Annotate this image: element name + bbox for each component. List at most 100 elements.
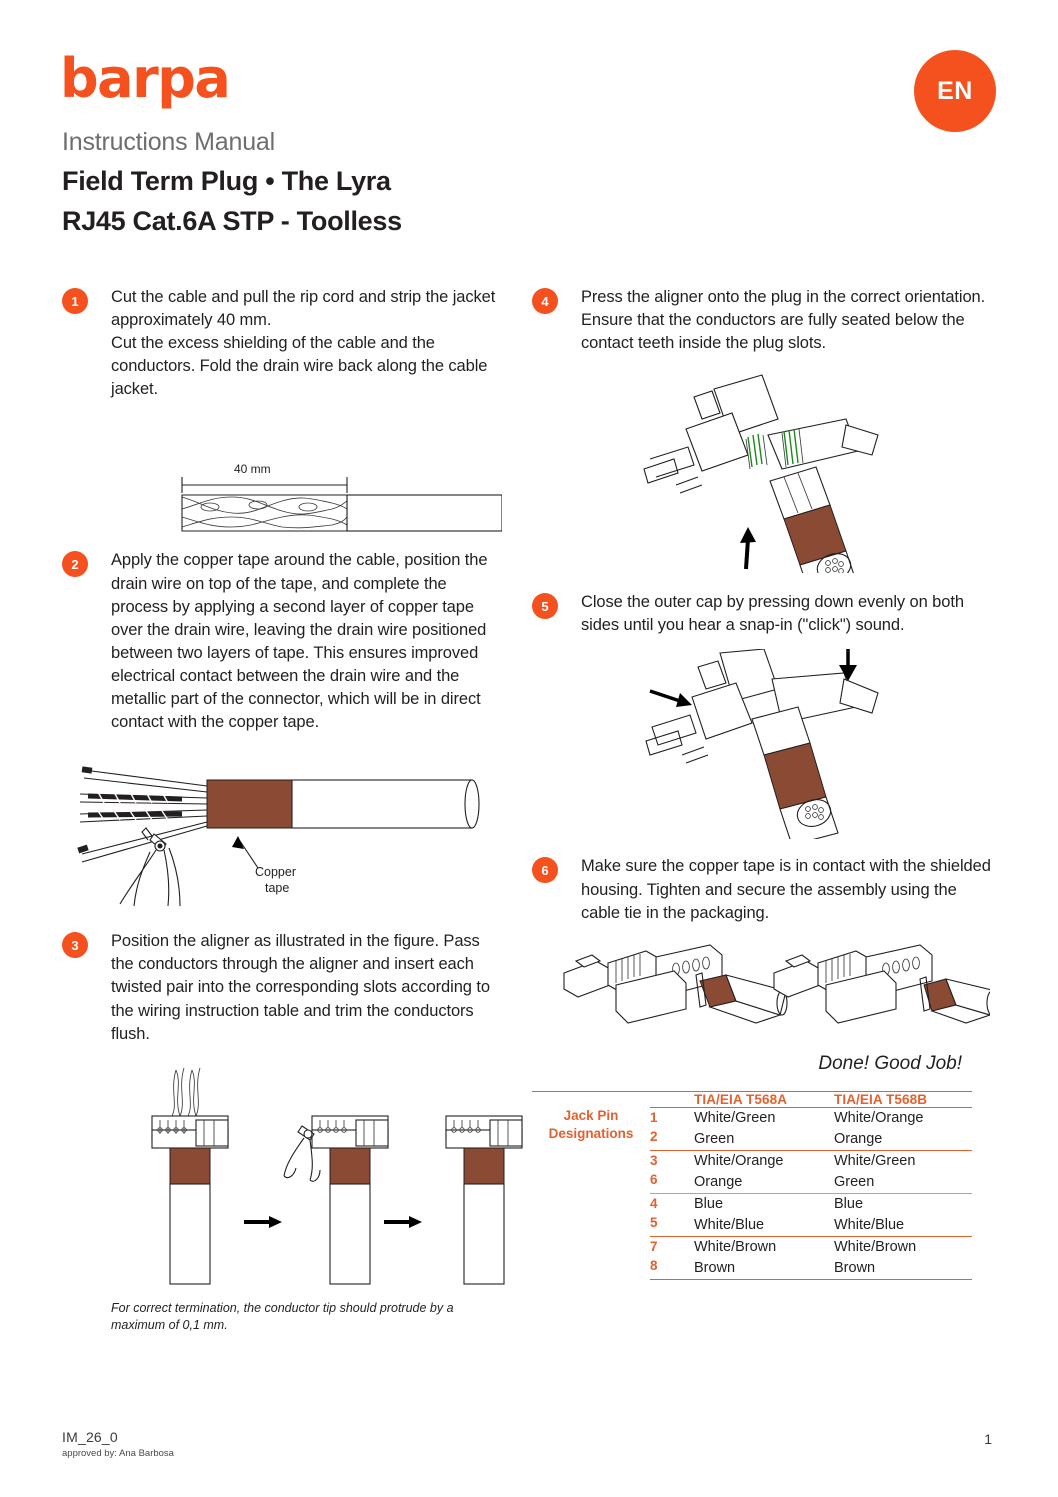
figure-step-2: Copper tape <box>62 758 502 908</box>
process-arrow-1 <box>244 1215 282 1228</box>
t568a-group-4: White/Brown Brown <box>694 1235 834 1280</box>
pins-group-2: 3 6 <box>650 1149 694 1194</box>
language-badge: EN <box>914 50 996 132</box>
press-arrow-left <box>649 689 692 708</box>
trim-pliers-icon <box>283 1124 321 1182</box>
figure-step-5 <box>532 649 992 840</box>
jack-pin-designations-label: Jack Pin Designations <box>548 1108 634 1142</box>
conductor-contacts <box>747 429 799 468</box>
aligner-insertion-diagram <box>151 1067 523 1285</box>
step-1-text: Cut the cable and pull the rip cord and … <box>111 288 496 399</box>
t568b-group-3: Blue White/Blue <box>834 1192 972 1237</box>
step-5-text: Close the outer cap by pressing down eve… <box>581 593 964 635</box>
pin-number: 1 <box>650 1109 658 1125</box>
wire-color: Brown <box>694 1259 736 1276</box>
header-t568a: TIA/EIA T568A <box>694 1090 834 1108</box>
step-2-text: Apply the copper tape around the cable, … <box>111 551 488 732</box>
copper-tape-label-line1: Copper <box>255 865 296 879</box>
pin-number: 3 <box>650 1152 658 1168</box>
document-header: barpa Instructions Manual Field Term Plu… <box>60 47 992 237</box>
figure-step-6 <box>532 939 992 1031</box>
assembly-left <box>563 944 788 1024</box>
aligner-press-diagram <box>643 374 879 574</box>
wire-color: Blue <box>834 1195 864 1212</box>
assembly-right <box>773 944 990 1024</box>
step-5: 5 Close the outer cap by pressing down e… <box>532 591 992 637</box>
step-5-number: 5 <box>532 593 558 620</box>
page-number: 1 <box>984 1431 992 1447</box>
pins-group-4: 7 8 <box>650 1235 694 1280</box>
pin-number: 6 <box>650 1172 658 1188</box>
process-arrow-2 <box>384 1215 422 1228</box>
left-column: 1 Cut the cable and pull the rip cord an… <box>62 286 523 1333</box>
pins-group-3: 4 5 <box>650 1192 694 1237</box>
wire-color: Blue <box>694 1195 724 1212</box>
step-1-number: 1 <box>62 288 88 314</box>
step-3-text: Position the aligner as illustrated in t… <box>111 932 490 1043</box>
step-6: 6 Make sure the copper tape is in contac… <box>532 855 992 924</box>
approved-by: approved by: Ana Barbosa <box>62 1448 174 1459</box>
copper-tape-callout: Copper tape <box>232 836 296 895</box>
wire-color: Orange <box>694 1173 743 1190</box>
pin-number: 5 <box>650 1215 658 1231</box>
table-row: 7 8 White/Brown Brown White/Brown Brown <box>532 1235 972 1280</box>
product-title-line-2: RJ45 Cat.6A STP - Toolless <box>62 206 402 236</box>
wire-color: Green <box>694 1130 735 1147</box>
finished-assembly-diagram <box>563 944 990 1024</box>
t568a-group-1: White/Green Green <box>694 1106 834 1151</box>
step-4: 4 Press the aligner onto the plug in the… <box>532 286 992 355</box>
pins-group-1: 1 2 <box>650 1106 694 1151</box>
t568a-group-2: White/Orange Orange <box>694 1149 834 1194</box>
t568b-group-4: White/Brown Brown <box>834 1235 972 1280</box>
wire-color: White/Blue <box>694 1216 765 1233</box>
header-t568b: TIA/EIA T568B <box>834 1090 972 1108</box>
wire-color: Brown <box>834 1259 876 1276</box>
stage-c <box>445 1115 523 1285</box>
step-3-number: 3 <box>62 932 88 959</box>
conductor-wires <box>77 766 208 863</box>
plug-housing-exploded <box>643 374 879 494</box>
pin-number: 8 <box>650 1258 658 1274</box>
t568b-group-1: White/Orange Orange <box>834 1106 972 1151</box>
step-6-number: 6 <box>532 857 558 884</box>
step-1: 1 Cut the cable and pull the rip cord an… <box>62 286 502 401</box>
pin-number: 4 <box>650 1195 658 1211</box>
step-3: 3 Position the aligner as illustrated in… <box>62 930 502 1045</box>
dimension-40mm: 40 mm <box>181 462 348 494</box>
dimension-label: 40 mm <box>234 462 271 476</box>
copper-tape-diagram: Copper tape <box>77 766 480 907</box>
barpa-logo: barpa <box>60 47 231 110</box>
step-2-number: 2 <box>62 551 88 578</box>
document-subtitle: Instructions Manual <box>62 128 275 156</box>
pin-number: 7 <box>650 1238 658 1254</box>
document-footer: IM_26_0 approved by: Ana Barbosa 1 <box>62 1429 992 1459</box>
insert-direction-arrow <box>740 527 756 570</box>
cap-close-diagram <box>645 649 879 840</box>
table-bottom-rule-row <box>532 1278 972 1282</box>
wire-color: White/Orange <box>694 1152 784 1169</box>
figure-step-1: 40 mm <box>62 423 502 533</box>
wire-color: White/Brown <box>694 1238 777 1255</box>
wire-color: White/Brown <box>834 1238 917 1255</box>
table-header-row: TIA/EIA T568A TIA/EIA T568B <box>532 1090 972 1108</box>
table-row: 4 5 Blue White/Blue Blue White/Blue <box>532 1192 972 1237</box>
cable-strip-diagram: 40 mm <box>181 462 502 533</box>
step-2: 2 Apply the copper tape around the cable… <box>62 549 502 734</box>
step-6-text: Make sure the copper tape is in contact … <box>581 857 991 922</box>
wire-color: White/Orange <box>834 1109 924 1126</box>
document-code: IM_26_0 <box>62 1429 118 1445</box>
cable-body <box>291 779 480 829</box>
wire-color: White/Green <box>694 1109 776 1126</box>
plug-assembly-closing <box>645 649 879 840</box>
table-row: 3 6 White/Orange Orange White/Green Gree… <box>532 1149 972 1194</box>
step-4-text: Press the aligner onto the plug in the c… <box>581 288 986 353</box>
wire-color: White/Blue <box>834 1216 905 1233</box>
wire-color: White/Green <box>834 1152 916 1169</box>
right-column: 4 Press the aligner onto the plug in the… <box>532 286 992 1282</box>
stage-a <box>151 1067 229 1285</box>
t568a-group-3: Blue White/Blue <box>694 1192 834 1237</box>
figure-step-3 <box>62 1064 523 1286</box>
press-arrow-right <box>839 649 857 682</box>
step-4-number: 4 <box>532 288 558 314</box>
